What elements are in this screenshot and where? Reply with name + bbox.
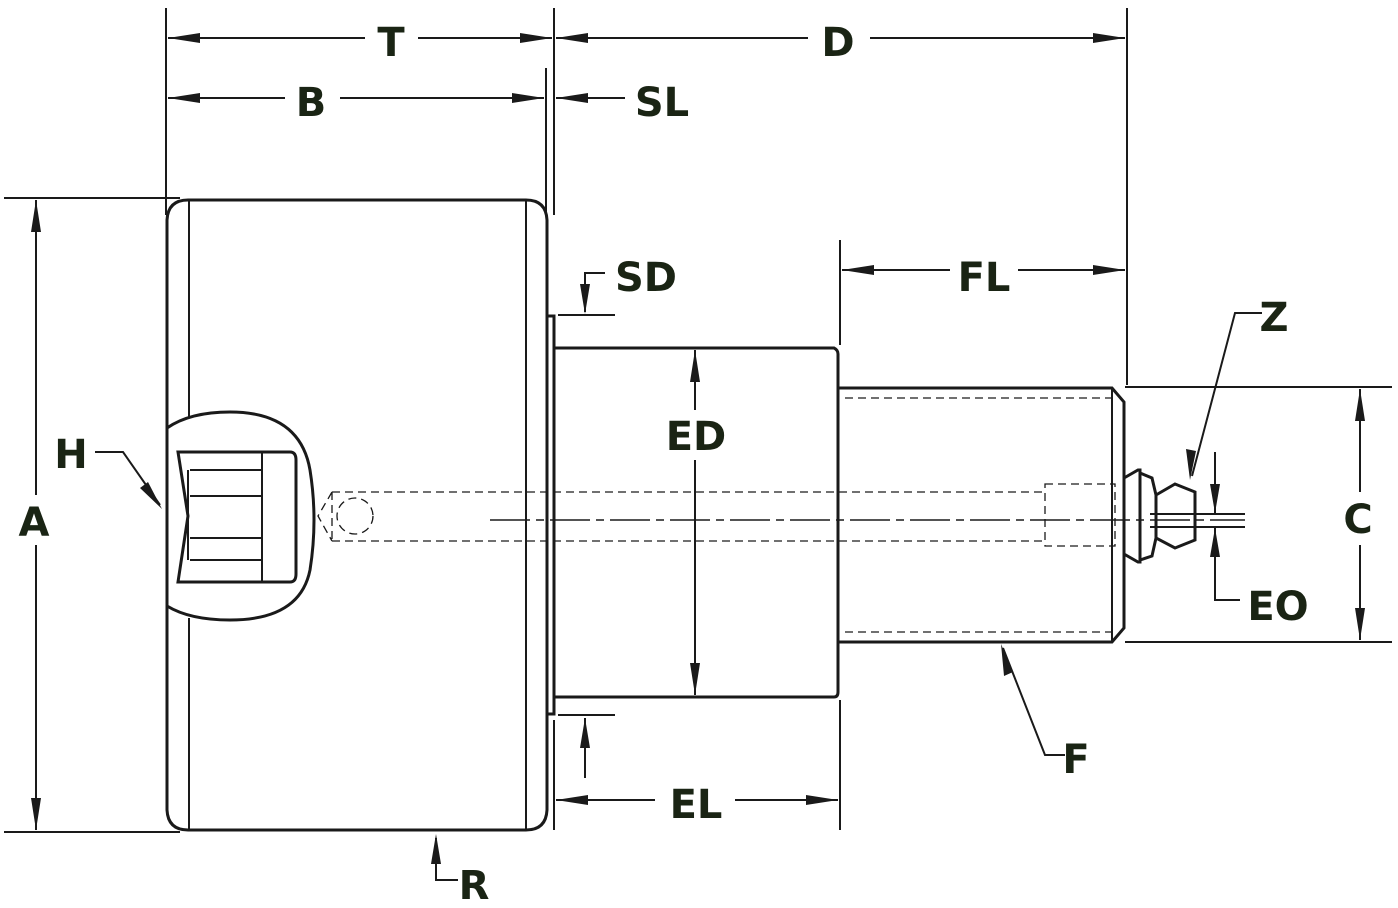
dimension-ED — [690, 350, 700, 695]
dimension-EL — [556, 795, 838, 805]
label-D: D — [821, 20, 854, 66]
dimension-D — [556, 33, 1125, 43]
dimension-A — [31, 200, 41, 830]
label-H: H — [54, 432, 87, 478]
label-C: C — [1343, 497, 1372, 543]
label-B: B — [296, 80, 327, 126]
label-EL: EL — [670, 782, 723, 828]
label-F: F — [1062, 737, 1089, 783]
label-SD: SD — [615, 255, 677, 301]
dimension-SD — [580, 272, 605, 778]
label-A: A — [19, 500, 50, 546]
threaded-stud — [838, 386, 1126, 644]
stud-shoulder — [554, 346, 840, 699]
label-Z: Z — [1259, 295, 1288, 341]
label-ED: ED — [666, 414, 727, 460]
dimension-C — [1355, 389, 1365, 640]
label-EO: EO — [1247, 584, 1308, 630]
leader-F — [1001, 644, 1065, 756]
dimension-B — [168, 93, 544, 103]
leader-H — [95, 451, 162, 509]
hex-socket-section — [165, 410, 316, 622]
dimension-FL — [842, 265, 1125, 275]
seal-washer — [545, 314, 556, 716]
leader-R — [431, 834, 458, 881]
dimension-SL — [556, 93, 625, 103]
label-T: T — [377, 20, 405, 66]
label-SL: SL — [635, 80, 689, 126]
label-FL: FL — [958, 255, 1011, 301]
lube-passage — [317, 483, 1116, 547]
centerline — [490, 513, 1245, 528]
dimension-T — [168, 33, 552, 43]
grease-fitting — [1122, 468, 1197, 564]
leader-Z — [1186, 312, 1262, 480]
extension-lines — [4, 8, 1392, 833]
roller-body — [165, 198, 549, 832]
label-R: R — [459, 863, 490, 908]
